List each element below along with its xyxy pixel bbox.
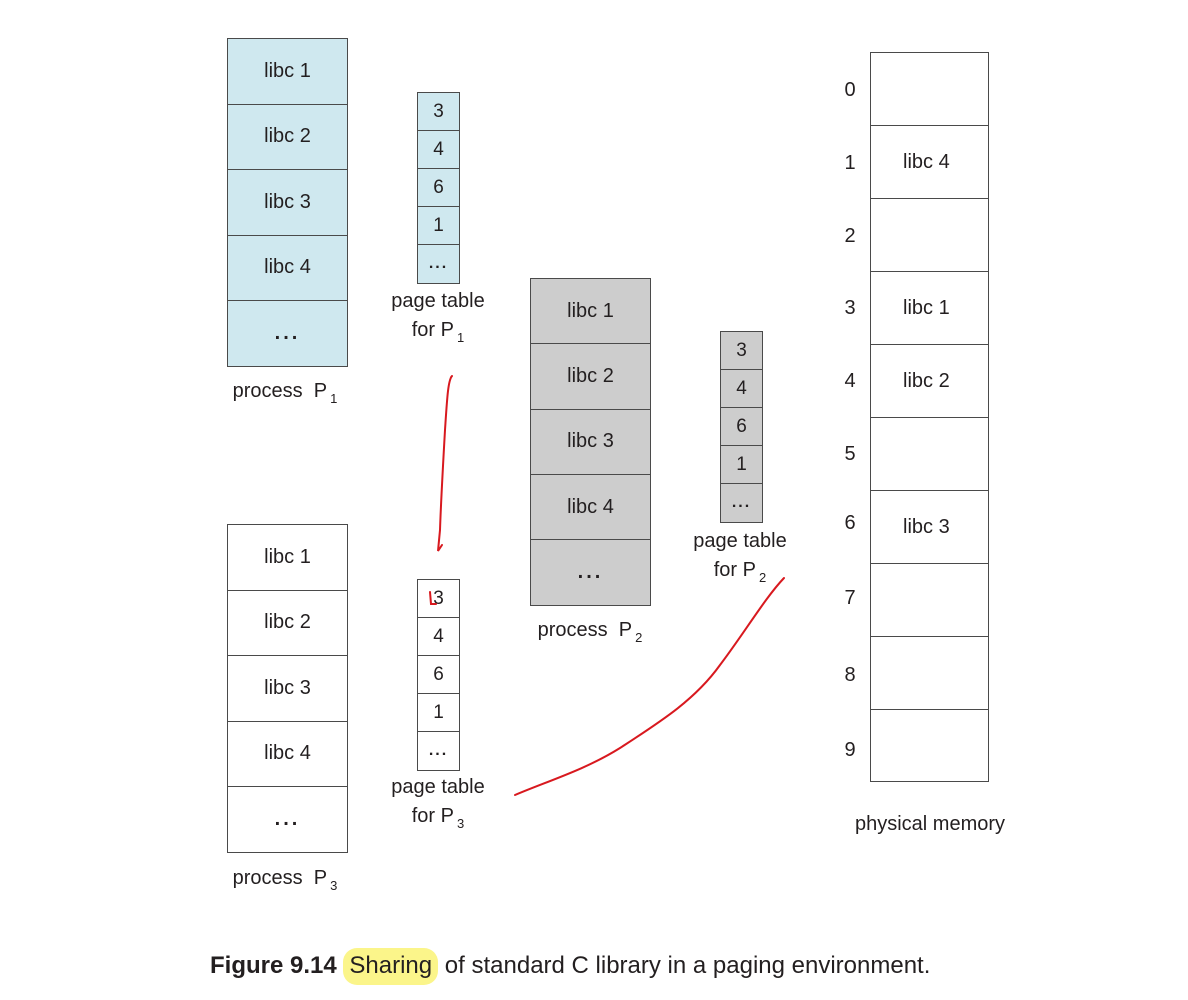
page-table-p2-entry: 6 bbox=[721, 408, 762, 446]
page-table-p3-entry: 4 bbox=[418, 618, 459, 656]
frame-number: 5 bbox=[844, 443, 856, 465]
process-p2-page-more: ... bbox=[577, 561, 604, 584]
process-p1-page: libc 1 bbox=[228, 39, 347, 105]
process-p1-page: libc 2 bbox=[228, 105, 347, 170]
frame-number: 1 bbox=[844, 152, 856, 174]
page-table-p2-label-line1: page table bbox=[693, 530, 787, 552]
annotation-stroke-p3-to-p2 bbox=[514, 577, 785, 796]
page-table-p1-label-line1: page table bbox=[391, 290, 485, 312]
frame-number: 7 bbox=[844, 587, 856, 609]
page-table-p1-entry: 6 bbox=[418, 169, 459, 207]
page-table-p1: 3 4 6 1 ... bbox=[417, 92, 460, 284]
frame-number: 6 bbox=[844, 512, 856, 534]
process-p2-label-sub: 2 bbox=[635, 630, 643, 645]
process-p1-stack: libc 1 libc 2 libc 3 libc 4 ... bbox=[227, 38, 348, 367]
page-table-p3-entry: 1 bbox=[418, 694, 459, 732]
memory-frame bbox=[871, 710, 988, 783]
process-p1-page-more: ... bbox=[274, 322, 301, 345]
process-p2-page: libc 2 bbox=[531, 344, 650, 410]
process-p2-stack: libc 1 libc 2 libc 3 libc 4 ... bbox=[530, 278, 651, 606]
page-table-p1-entry: 3 bbox=[418, 93, 459, 131]
page-table-p3-entry-more: ... bbox=[428, 742, 449, 759]
frame-number: 3 bbox=[844, 297, 856, 319]
process-p2-page: libc 4 bbox=[531, 475, 650, 541]
process-p1-label-text: process bbox=[232, 380, 303, 402]
process-p3-page: libc 4 bbox=[228, 722, 347, 787]
process-p2-page: libc 1 bbox=[531, 279, 650, 345]
frame-number: 8 bbox=[844, 664, 856, 686]
physical-memory-label: physical memory bbox=[854, 813, 1006, 835]
page-table-p1-entry: 4 bbox=[418, 131, 459, 169]
memory-frame: libc 2 bbox=[871, 345, 988, 418]
process-p1-label-sub: 1 bbox=[330, 391, 338, 406]
page-table-p3-label-sub: 3 bbox=[457, 816, 465, 831]
memory-frame: libc 3 bbox=[871, 491, 988, 564]
page-table-p2: 3 4 6 1 ... bbox=[720, 331, 763, 523]
process-p3-label-sub: 3 bbox=[330, 878, 338, 893]
frame-number: 9 bbox=[844, 739, 856, 761]
process-p2-label-text: process bbox=[537, 619, 608, 641]
memory-frame: libc 4 bbox=[871, 126, 988, 199]
highlighted-word: Sharing bbox=[343, 948, 439, 985]
page-table-p2-entry: 4 bbox=[721, 370, 762, 408]
frame-number: 2 bbox=[844, 225, 856, 247]
page-table-p3-entry: 6 bbox=[418, 656, 459, 694]
page-table-p3-label-line2: for P bbox=[411, 805, 454, 827]
frame-number: 4 bbox=[844, 370, 856, 392]
memory-frame bbox=[871, 418, 988, 491]
page-table-p3-entry: 3 bbox=[418, 580, 459, 618]
process-p1-page: libc 4 bbox=[228, 236, 347, 301]
page-table-p1-entry: 1 bbox=[418, 207, 459, 245]
memory-frame bbox=[871, 199, 988, 272]
figure-caption: Figure 9.14 Sharing of standard C librar… bbox=[0, 948, 1188, 985]
figure-number: Figure 9.14 bbox=[210, 952, 337, 979]
process-p3-label-text: process bbox=[232, 867, 303, 889]
process-p3-page: libc 3 bbox=[228, 656, 347, 722]
process-p3-page: libc 2 bbox=[228, 591, 347, 656]
process-p2-page: libc 3 bbox=[531, 410, 650, 475]
page-table-p1-label-line2: for P bbox=[411, 319, 454, 341]
page-table-p2-label-sub: 2 bbox=[759, 570, 767, 585]
process-p3-page: libc 1 bbox=[228, 525, 347, 591]
figure-caption-text: Figure 9.14 Sharing of standard C librar… bbox=[210, 948, 931, 985]
process-p3-page-more: ... bbox=[274, 808, 301, 831]
page-table-p2-entry-more: ... bbox=[731, 494, 752, 511]
annotation-stroke-p1-to-p3 bbox=[437, 375, 453, 552]
caption-rest: of standard C library in a paging enviro… bbox=[438, 952, 931, 979]
page-table-p2-entry: 1 bbox=[721, 446, 762, 484]
frame-number: 0 bbox=[844, 79, 856, 101]
physical-memory: libc 4 libc 1 libc 2 libc 3 bbox=[870, 52, 989, 782]
memory-frame bbox=[871, 53, 988, 126]
page-table-p2-label-line2: for P bbox=[713, 559, 756, 581]
page-table-p3: 3 4 6 1 ... bbox=[417, 579, 460, 771]
process-p3-stack: libc 1 libc 2 libc 3 libc 4 ... bbox=[227, 524, 348, 853]
process-p1-page: libc 3 bbox=[228, 170, 347, 236]
memory-frame bbox=[871, 564, 988, 637]
memory-frame bbox=[871, 637, 988, 710]
page-table-p2-entry: 3 bbox=[721, 332, 762, 370]
page-table-p3-label-line1: page table bbox=[391, 776, 485, 798]
memory-frame: libc 1 bbox=[871, 272, 988, 345]
page-table-p1-entry-more: ... bbox=[428, 255, 449, 272]
page-table-p1-label-sub: 1 bbox=[457, 330, 465, 345]
